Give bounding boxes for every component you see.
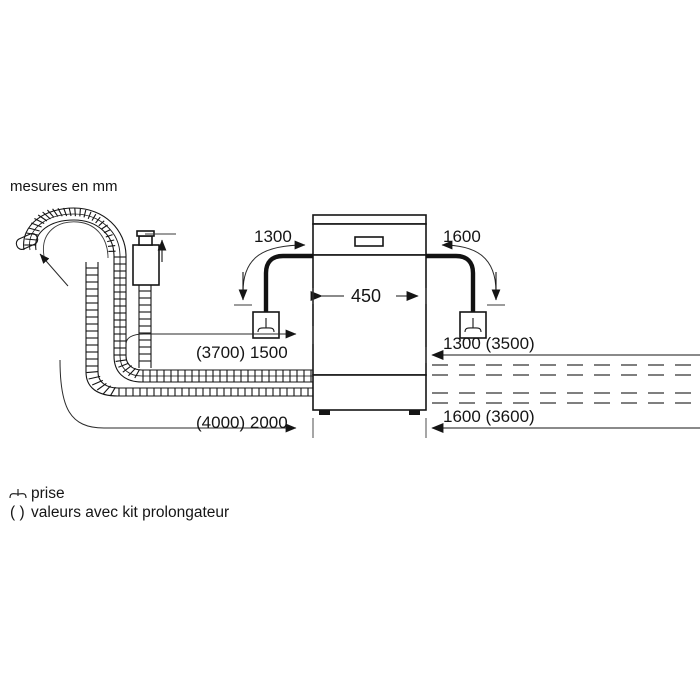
- left-lower-hose: [85, 262, 313, 397]
- aquastop-valve: [132, 230, 176, 368]
- legend-socket-label: prise: [31, 485, 65, 502]
- right-dashed-hoses: [432, 364, 700, 404]
- left-inlet-hose-label: (3700) 1500: [196, 343, 288, 362]
- right-inlet-dimension: 1300 (3500): [425, 334, 700, 363]
- left-drain-hose-label: (4000) 2000: [196, 413, 288, 432]
- right-drain-hose-label: 1600 (3600): [443, 407, 535, 426]
- appliance-foot-right: [409, 410, 420, 415]
- width-label: 450: [351, 286, 381, 306]
- left-corrugated-hoses: [15, 207, 313, 397]
- left-inlet-dimension: (3700) 1500: [125, 326, 314, 362]
- right-drain-dimension: 1600 (3600): [425, 407, 700, 438]
- right-socket-height-label: 1600: [443, 227, 481, 246]
- legend-power-socket-icon: [9, 489, 27, 499]
- legend-parentheses-symbol: ( ): [10, 504, 25, 521]
- legend-extension-label: valeurs avec kit prolongateur: [31, 504, 229, 521]
- width-dimension: 450: [310, 286, 427, 306]
- right-power-connection: 1600: [426, 227, 505, 339]
- power-socket-icon-right: [459, 311, 487, 339]
- left-socket-height-label: 1300: [254, 227, 292, 246]
- control-display: [354, 236, 384, 247]
- left-drain-dimension: (4000) 2000: [59, 359, 314, 438]
- unit-note: mesures en mm: [10, 178, 118, 195]
- appliance-foot-left: [319, 410, 330, 415]
- hose-end-fitting: [15, 233, 39, 250]
- left-power-connection: 1300: [234, 227, 313, 339]
- legend: prise ( ) valeurs avec kit prolongateur: [9, 485, 229, 521]
- dishwasher-body: [312, 214, 427, 415]
- right-inlet-hose-label: 1300 (3500): [443, 334, 535, 353]
- hose-direction-arrow: [39, 253, 69, 287]
